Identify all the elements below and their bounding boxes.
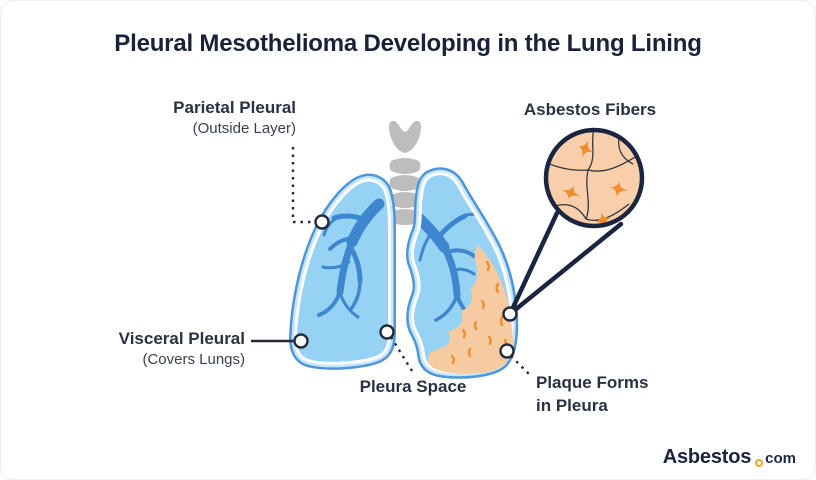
- larynx: [389, 120, 421, 153]
- trachea: [388, 120, 422, 225]
- visceral-pleural-label-sub: (Covers Lungs): [142, 351, 245, 368]
- trachea-ring: [388, 209, 422, 225]
- page-title: Pleural Mesothelioma Developing in the L…: [114, 30, 702, 57]
- asbestos-com-logo: Asbestos com: [663, 446, 796, 469]
- visceral-pleural-label-main: Visceral Pleural: [118, 329, 245, 348]
- callout-markers: [293, 214, 518, 359]
- left-lung-bronchi: [317, 198, 385, 319]
- asbestos-fibers-magnifier: [543, 127, 645, 229]
- plaque-marker: [499, 343, 515, 359]
- plaque-forms-label-line2: in Pleura: [536, 396, 608, 415]
- visceral-pleural-label: Visceral Pleural (Covers Lungs): [85, 328, 245, 370]
- logo-tld-text: com: [765, 450, 796, 467]
- magnifier-ring: [543, 127, 645, 229]
- plaque-dashed-line: [510, 355, 533, 378]
- magnifier-callout-lines: [507, 210, 624, 317]
- pleural-plaque: [427, 245, 513, 374]
- trachea-ring: [389, 175, 421, 191]
- asbestos-fibers-label: Asbestos Fibers: [488, 99, 692, 121]
- visceral-marker: [293, 333, 309, 349]
- logo-brand-text: Asbestos: [662, 446, 752, 468]
- left-lung: [289, 173, 396, 370]
- pleura-space-label-main: Pleura Space: [359, 377, 467, 396]
- callout-lines: [251, 147, 533, 378]
- trachea-ring: [389, 192, 421, 208]
- magnifier-point-marker: [502, 306, 518, 322]
- parietal-pleural-label: Parietal Pleural (Outside Layer): [120, 97, 296, 139]
- pleura-space-marker: [379, 324, 395, 340]
- parietal-pleural-label-sub: (Outside Layer): [192, 120, 296, 137]
- plaque-forms-label: Plaque Forms in Pleura: [536, 371, 676, 417]
- parietal-pleural-label-main: Parietal Pleural: [173, 98, 296, 117]
- plaque-forms-label-line1: Plaque Forms: [536, 373, 649, 392]
- parietal-dashed-line: [291, 147, 314, 224]
- logo-dot-icon: [755, 459, 764, 467]
- parietal-marker: [314, 214, 330, 230]
- asbestos-fiber-marks: [450, 260, 508, 365]
- trachea-ring: [389, 158, 421, 174]
- asbestos-fiber-stars: [561, 140, 628, 226]
- asbestos-fibers-label-main: Asbestos Fibers: [523, 100, 657, 119]
- pleura-space-label: Pleura Space: [341, 376, 485, 398]
- magnifier-fill: [546, 130, 642, 226]
